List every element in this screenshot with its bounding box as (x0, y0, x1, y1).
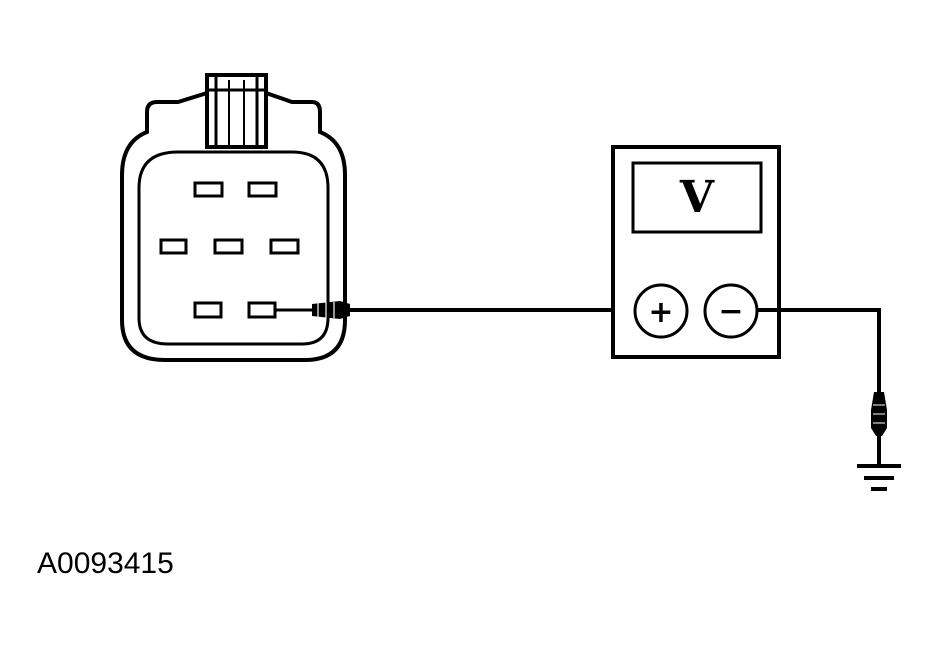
connector-pin-6 (193, 301, 223, 319)
positive-terminal-symbol: + (648, 295, 673, 330)
figure-id-label: A0093415 (37, 547, 174, 580)
connector-outer-shell (120, 73, 347, 362)
voltmeter: V + − (611, 145, 781, 359)
connector-inner-face (137, 150, 330, 346)
negative-test-lead (757, 308, 881, 392)
connector (120, 73, 347, 362)
ground-probe (871, 392, 887, 466)
positive-terminal (633, 283, 689, 339)
test-probe (275, 301, 350, 319)
connector-pin-3 (159, 238, 188, 255)
connector-pin-4 (213, 238, 244, 255)
connector-pin-5 (269, 238, 300, 255)
voltmeter-display-symbol: V (679, 172, 715, 223)
connector-pin-7 (247, 301, 277, 319)
voltmeter-display (631, 161, 763, 234)
negative-terminal-symbol: − (718, 294, 743, 329)
connector-pin-2 (247, 181, 278, 198)
connector-pin-1 (193, 181, 224, 198)
ground-symbol (857, 464, 901, 491)
